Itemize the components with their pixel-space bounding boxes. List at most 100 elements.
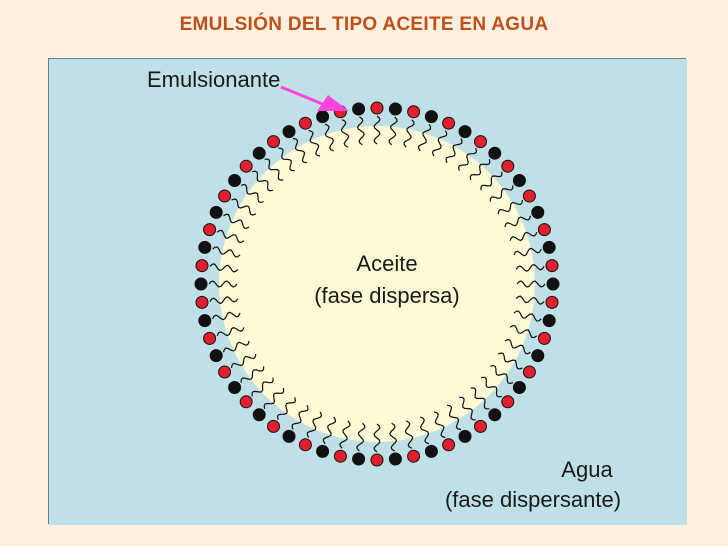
molecule-tail (212, 311, 241, 321)
molecule-head (542, 314, 556, 328)
molecule-tail (356, 422, 366, 452)
molecule-head (512, 381, 526, 394)
molecule-head (522, 365, 536, 379)
molecule-tail (446, 404, 462, 431)
molecule-tail (480, 376, 502, 398)
molecule-head (352, 452, 366, 466)
molecule-head (537, 223, 551, 237)
molecule-tail (388, 116, 398, 146)
molecule-tail (209, 296, 239, 305)
molecule-tail (212, 246, 241, 258)
molecule-tail (306, 411, 323, 438)
molecule-tail (509, 231, 538, 242)
molecule-head (298, 438, 312, 452)
molecule-head (209, 349, 223, 363)
molecule-head (537, 331, 551, 345)
molecule-head (531, 349, 545, 363)
molecule-tail (339, 420, 351, 449)
molecule-head (252, 146, 266, 160)
water-sublabel: (fase dispersante) (445, 487, 621, 512)
molecule-head (195, 259, 209, 273)
molecule-tail (419, 416, 430, 445)
molecule-tail (515, 295, 545, 305)
molecule-head (267, 419, 280, 433)
molecule-head (501, 159, 515, 173)
molecule-tail (509, 324, 538, 339)
molecule-head (522, 189, 536, 203)
molecule-tail (209, 263, 239, 273)
molecule-tail (498, 352, 523, 370)
molecule-head (203, 223, 217, 237)
diagram-panel: Emulsionante Aceite (fase dispersa) Agua… (48, 58, 687, 525)
molecule-head (542, 240, 556, 254)
molecule-head (252, 408, 266, 422)
molecule-head (370, 101, 384, 115)
molecule-head (488, 408, 502, 422)
molecule-tail (222, 340, 250, 353)
molecule-tail (324, 123, 335, 152)
molecule-tail (513, 310, 542, 322)
molecule-tail (308, 129, 321, 157)
molecule-tail (356, 116, 365, 146)
molecule-head (239, 395, 253, 409)
molecule-head (458, 125, 472, 139)
molecule-tail (516, 280, 546, 288)
page-title: EMULSIÓN DEL TIPO ACEITE EN AGUA (179, 14, 549, 35)
molecule-head (282, 125, 296, 139)
molecule-tail (340, 119, 350, 148)
molecule-head (228, 381, 242, 394)
molecule-tail (240, 366, 265, 383)
molecule-head (388, 452, 402, 466)
molecule-tail (433, 411, 446, 439)
molecule-tail (216, 326, 245, 337)
molecule-head (424, 444, 438, 458)
molecule-tail (252, 170, 274, 192)
molecule-head (442, 116, 456, 130)
molecule-tail (489, 185, 514, 202)
molecule-tail (457, 147, 478, 171)
emulsion-diagram: Emulsionante Aceite (fase dispersa) Agua… (49, 59, 687, 525)
molecule-head (442, 438, 456, 452)
molecule-head (474, 135, 487, 149)
molecule-tail (504, 338, 531, 355)
molecule-tail (322, 416, 337, 445)
molecule-head (267, 135, 280, 149)
molecule-head (198, 240, 212, 254)
molecule-head (239, 159, 253, 173)
molecule-tail (263, 387, 285, 409)
molecule-head (316, 110, 330, 124)
emulsifier-molecules (194, 101, 560, 467)
molecule-head (531, 205, 545, 219)
molecule-tail (431, 130, 448, 157)
molecule-tail (223, 213, 250, 230)
molecule-tail (470, 387, 490, 410)
molecule-head (195, 295, 209, 309)
molecule-tail (373, 423, 381, 453)
molecule-head (370, 453, 384, 467)
molecule-tail (264, 158, 284, 181)
molecule-tail (513, 247, 542, 257)
molecule-tail (251, 377, 274, 397)
molecule-head (209, 205, 223, 219)
molecule-tail (240, 183, 264, 204)
molecule-head (352, 102, 366, 116)
molecule-head (501, 395, 515, 409)
molecule-tail (459, 396, 476, 421)
molecule-head (198, 314, 212, 328)
molecule-head (228, 174, 242, 187)
molecule-tail (230, 353, 257, 369)
molecule-head (545, 259, 559, 273)
molecule-head (546, 277, 560, 291)
molecule-tail (208, 280, 238, 288)
molecule-tail (373, 115, 381, 145)
oil-label: Aceite (356, 251, 417, 276)
molecule-tail (276, 397, 297, 421)
molecule-tail (389, 422, 398, 452)
molecule-tail (445, 138, 463, 163)
molecule-tail (278, 147, 295, 172)
molecule-tail (417, 123, 432, 152)
molecule-head (218, 365, 232, 379)
molecule-head (474, 419, 487, 433)
molecule-head (388, 102, 402, 116)
water-label: Agua (561, 457, 613, 482)
